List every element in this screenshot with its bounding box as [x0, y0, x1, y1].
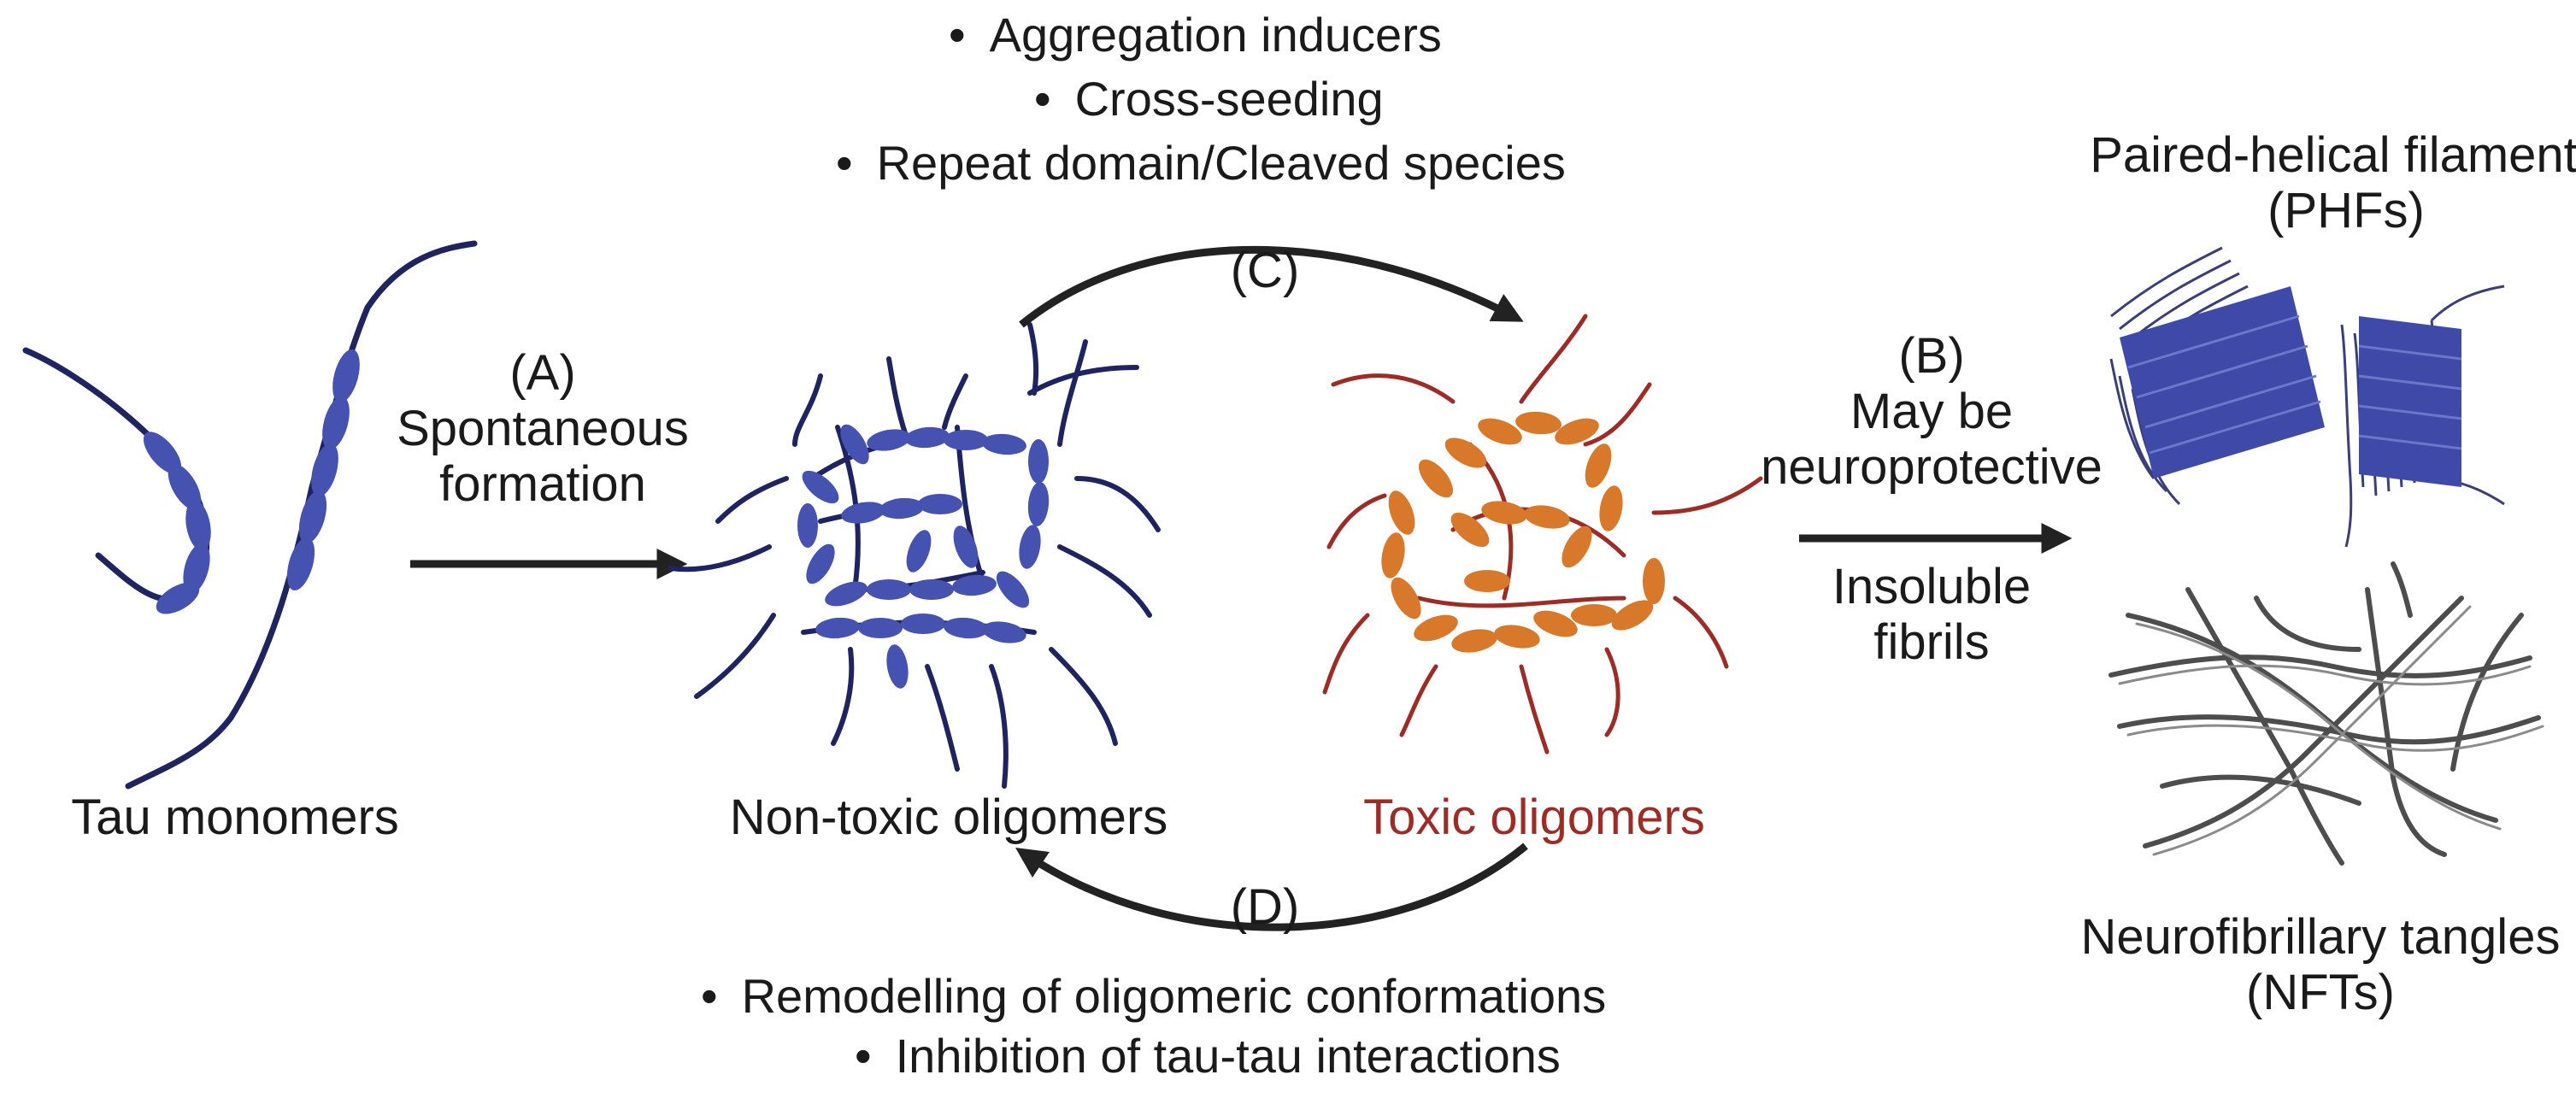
toxic-oligomers-illustration	[1322, 314, 1763, 755]
nft-illustration	[2108, 561, 2544, 866]
step-a-label: (A)	[509, 345, 576, 401]
nft-label-line1: Neurofibrillary tangles	[2080, 909, 2561, 965]
nontoxic-oligomer-beads	[797, 424, 1050, 689]
d-factor-item: Inhibition of tau-tau interactions	[855, 1030, 1561, 1083]
step-b-line3: Insoluble	[1832, 559, 2032, 614]
phf-label-line1: Paired-helical filaments	[2090, 127, 2576, 183]
toxic-oligomer-beads	[1381, 411, 1665, 653]
nontoxic-oligomers-label: Non-toxic oligomers	[729, 790, 1168, 845]
tau-monomers-label: Tau monomers	[71, 790, 399, 845]
step-b-line2: neuroprotective	[1761, 439, 2103, 495]
step-b-label: (B)	[1898, 328, 1965, 384]
d-factor-item: Remodelling of oligomeric conformations	[701, 970, 1607, 1023]
phf-illustration	[2109, 246, 2505, 548]
step-a-line1: Spontaneous	[397, 401, 689, 456]
step-d-label: (D)	[1230, 879, 1300, 935]
step-b-line1: May be	[1850, 384, 2014, 439]
step-c-label: (C)	[1230, 243, 1300, 298]
step-b-line4: fibrils	[1873, 614, 1990, 670]
nft-label-line2: (NFTs)	[2246, 965, 2395, 1020]
step-a-line2: formation	[439, 456, 646, 512]
arrow-c	[1019, 245, 1524, 328]
tau-monomers-illustration	[22, 240, 478, 790]
arrow-d	[1015, 843, 1528, 931]
c-factor-item: Repeat domain/Cleaved species	[836, 137, 1566, 190]
phf-label-line2: (PHFs)	[2267, 183, 2425, 238]
c-factor-item: Aggregation inducers	[949, 9, 1442, 62]
toxic-oligomers-label: Toxic oligomers	[1363, 790, 1705, 845]
c-factor-item: Cross-seeding	[1034, 73, 1384, 126]
